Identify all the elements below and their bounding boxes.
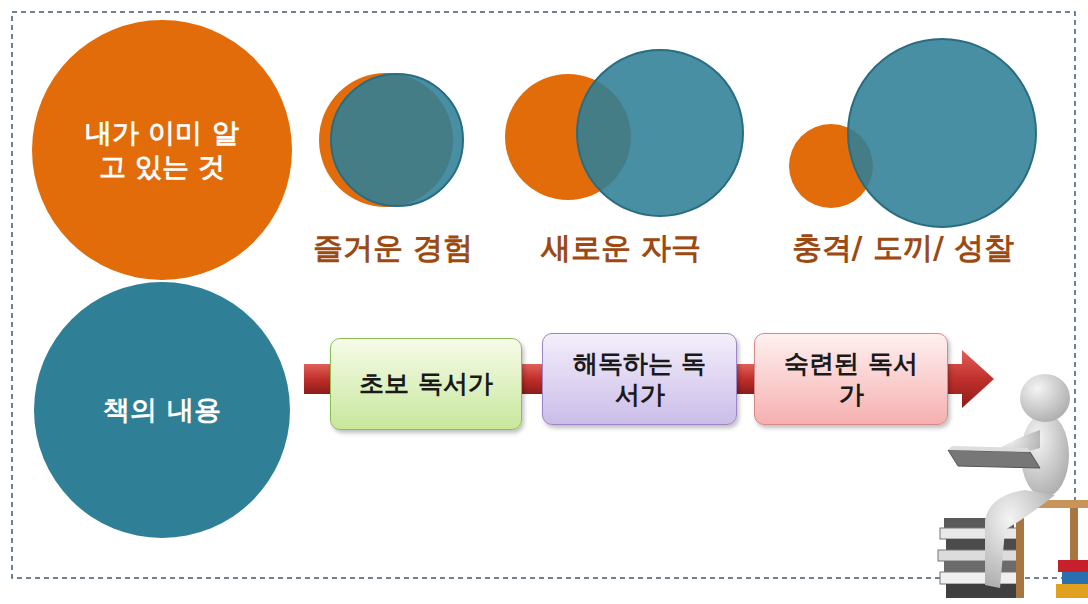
node-text: 해독하는 독서가 [565, 348, 715, 411]
stage-box: 숙련된 독서가 [754, 333, 948, 425]
circle-outline [32, 20, 292, 280]
book-circle: 책의 내용 [34, 282, 290, 538]
overlap-pair [789, 39, 1036, 227]
pair-label: 새로운 자극 [541, 228, 701, 269]
pair-label: 충격/ 도끼/ 성찰 [792, 228, 1015, 269]
pair-label: 즐거운 경험 [313, 228, 473, 269]
stage-box: 해독하는 독서가 [542, 333, 737, 425]
node-text: 초보 독서가 [359, 368, 493, 399]
progress-bar [735, 364, 756, 394]
overlap-pair [319, 73, 463, 207]
overlap-pair [505, 50, 743, 216]
dashed-frame [12, 12, 1075, 578]
arrow-head [944, 350, 994, 408]
node-text: 숙련된 독서가 [776, 348, 926, 411]
progress-bar [520, 364, 544, 394]
node-text: 책의 내용 [103, 393, 220, 427]
known-circle: 내가 이미 알고 있는 것 [32, 20, 292, 280]
node-text: 내가 이미 알고 있는 것 [82, 116, 242, 184]
reader-figure [938, 374, 1088, 598]
stage-box: 초보 독서가 [330, 338, 522, 430]
